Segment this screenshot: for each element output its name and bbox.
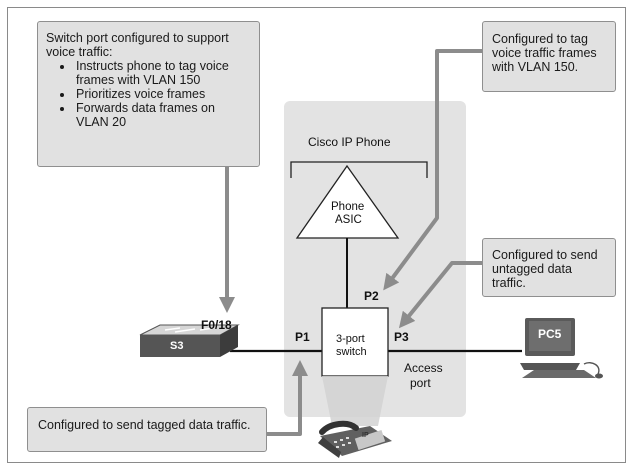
callout-tagged-text: Configured to send tagged data traffic.: [38, 418, 251, 432]
port-p3-label: P3: [394, 330, 409, 344]
callout-phone-tag-text: Configured to tag voice traffic frames w…: [492, 32, 597, 74]
ip-phone-ip-label: IP: [362, 432, 369, 439]
switch-label-line2: switch: [336, 346, 367, 358]
pc5-label: PC5: [538, 327, 562, 341]
callout-switch-port-intro: Switch port configured to support voice …: [46, 31, 229, 59]
three-port-switch: [321, 307, 389, 377]
phone-asic-label-line2: ASIC: [335, 214, 362, 226]
arrow-callout-to-p3: [398, 261, 482, 329]
port-f0-18-label: F0/18: [201, 318, 232, 332]
switch-label-line1: 3-port: [336, 333, 365, 345]
port-p2-label: P2: [364, 289, 379, 303]
access-port-label-line2: port: [410, 376, 431, 390]
arrow-callout-to-p2: [383, 49, 482, 291]
port-p1-label: P1: [295, 330, 310, 344]
access-port-label-line1: Access: [404, 361, 443, 375]
callout-switch-port-list: Instructs phone to tag voice frames with…: [46, 59, 251, 129]
s3-switch-icon: [139, 324, 240, 357]
list-item: Prioritizes voice frames: [74, 87, 251, 101]
callout-phone-tag: Configured to tag voice traffic frames w…: [482, 21, 616, 92]
callout-switch-port: Switch port configured to support voice …: [37, 21, 260, 167]
callout-untagged: Configured to send untagged data traffic…: [482, 238, 616, 297]
ip-phone-icon: [318, 420, 392, 458]
list-item: Instructs phone to tag voice frames with…: [74, 59, 251, 87]
cisco-ip-phone-label: Cisco IP Phone: [308, 135, 391, 149]
phone-beam: [322, 376, 388, 426]
list-item: Forwards data frames on VLAN 20: [74, 101, 251, 129]
callout-untagged-text: Configured to send untagged data traffic…: [492, 248, 598, 290]
callout-tagged: Configured to send tagged data traffic.: [27, 407, 267, 452]
pc5-icon: [520, 318, 603, 379]
phone-bracket: [290, 161, 428, 178]
s3-label: S3: [170, 340, 184, 352]
phone-asic-label-line1: Phone: [331, 201, 365, 213]
arrow-callout-to-p1: [267, 360, 308, 436]
